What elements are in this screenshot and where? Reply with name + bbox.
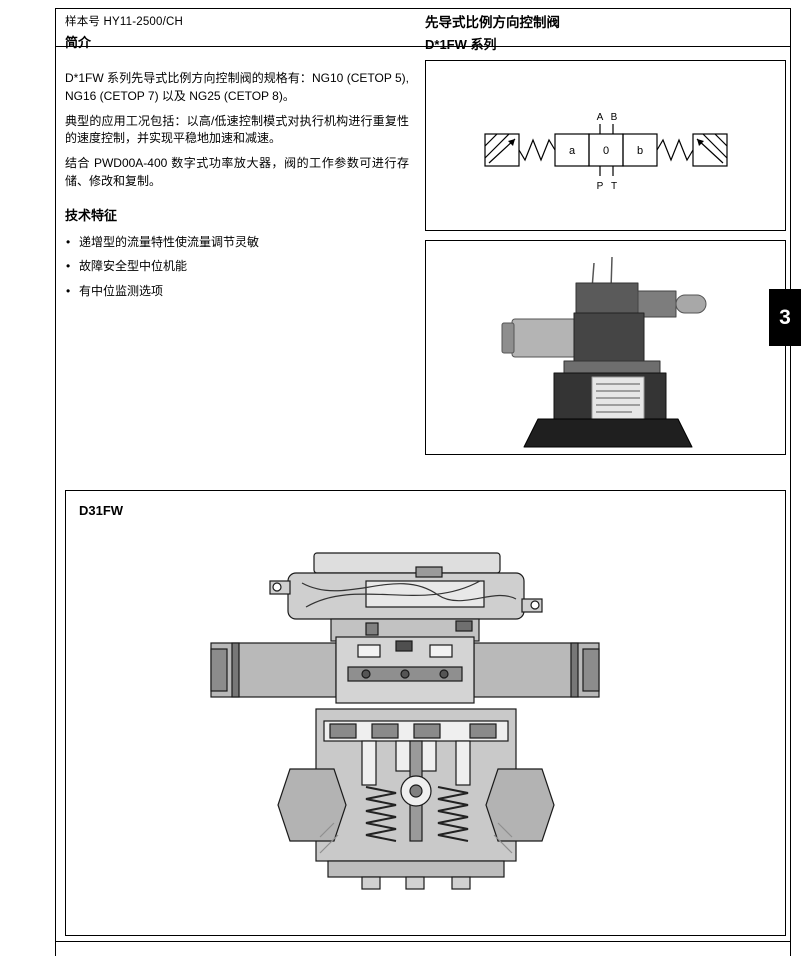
intro-paragraph-1: D*1FW 系列先导式比例方向控制阀的规格有：NG10 (CETOP 5), N… [65, 71, 409, 103]
vertical-channel [455, 740, 471, 786]
hex-end-cap-right [485, 768, 555, 842]
header-top-rule [56, 8, 790, 9]
spring-symbol-left [518, 138, 556, 162]
port-stub [405, 876, 425, 890]
position-label-a: a [569, 145, 576, 157]
page-left-border [55, 8, 56, 956]
hydraulic-symbol-box: a 0 b A B P T [425, 60, 786, 231]
features-list: 递增型的流量特性使流量调节灵敏 故障安全型中位机能 有中位监测选项 [65, 234, 409, 301]
coil-wire [301, 582, 517, 602]
intro-paragraph-3: 结合 PWD00A-400 数字式功率放大器，阀的工作参数可进行存储、修改和复制… [65, 156, 409, 188]
port-lines [599, 124, 614, 176]
orifice-plug [395, 640, 413, 652]
spring-symbol-right [656, 138, 694, 162]
product-photo-box [425, 240, 786, 455]
connector-plug [675, 294, 707, 314]
solenoid-symbol-right [692, 133, 728, 167]
name-plate [591, 376, 645, 420]
header-right: 先导式比例方向控制阀 D*1FW 系列 [425, 11, 560, 53]
series-title: D*1FW 系列 [425, 37, 497, 52]
adapter-screw [455, 620, 473, 632]
drawing-label: D31FW [79, 503, 124, 518]
position-label-0: 0 [603, 145, 609, 157]
hydraulic-symbol: a 0 b A B P T [484, 112, 728, 192]
section-title: 简介 [65, 35, 92, 50]
bottom-mounting-face [327, 860, 505, 878]
intro-text: D*1FW 系列先导式比例方向控制阀的规格有：NG10 (CETOP 5), N… [65, 70, 409, 308]
mounting-hole-left [272, 582, 282, 592]
main-spool-land [469, 723, 497, 739]
flow-channel [357, 644, 381, 658]
chapter-tab: 3 [769, 289, 801, 346]
tube-band-left [231, 642, 240, 698]
doc-number: 样本号 HY11-2500/CH [65, 16, 184, 28]
port-label-b: B [611, 112, 618, 123]
section-hatching [319, 822, 513, 854]
solenoid-tube [511, 318, 577, 358]
electrical-connector [637, 290, 677, 318]
solenoid-end-cap [501, 322, 515, 354]
valve-base [523, 418, 693, 448]
tube-end-cap-right [582, 648, 600, 692]
coil-wire [305, 580, 481, 608]
main-spool-land [371, 723, 399, 739]
features-heading: 技术特征 [65, 207, 118, 223]
header-bottom-rule [56, 46, 790, 47]
intro-paragraph-2: 典型的应用工况包括：以高/低速控制模式对执行机构进行重复性的速度控制，并实现平稳… [65, 113, 409, 146]
tube-end-cap-left [210, 648, 228, 692]
spool-land [439, 669, 449, 679]
feature-item: 递增型的流量特性使流量调节灵敏 [65, 234, 409, 252]
pilot-coil-block [575, 282, 639, 314]
feature-item: 故障安全型中位机能 [65, 258, 409, 276]
solenoid-tube-left [210, 642, 337, 698]
main-spool-land [413, 723, 441, 739]
header-left: 样本号 HY11-2500/CH 简介 [65, 13, 183, 51]
vertical-channel [361, 740, 377, 786]
chapter-number: 3 [779, 305, 791, 329]
centering-spring-right [437, 786, 469, 842]
solenoid-tube-right [473, 642, 600, 698]
port-label-a: A [597, 112, 604, 123]
page-right-border [790, 8, 791, 956]
pilot-valve-body [573, 312, 645, 364]
pilot-top-plate [313, 552, 501, 574]
port-stub [361, 876, 381, 890]
cross-section-box: D31FW [65, 490, 786, 936]
feature-item: 有中位监测选项 [65, 283, 409, 301]
position-label-b: b [637, 145, 643, 157]
port-label-p: P [597, 181, 604, 192]
flow-channel [429, 644, 453, 658]
hex-end-cap-left [277, 768, 347, 842]
spool-land [400, 669, 410, 679]
main-spool-land [329, 723, 357, 739]
cross-section-drawing [210, 552, 600, 890]
solenoid-symbol-left [484, 133, 520, 167]
tube-band-right [570, 642, 579, 698]
spool-land [361, 669, 371, 679]
product-title: 先导式比例方向控制阀 [425, 15, 560, 30]
pilot-detail [415, 566, 443, 578]
port-stub [451, 876, 471, 890]
gallery-port-core [409, 784, 423, 798]
adapter-screw [365, 622, 379, 636]
product-photo-illustration [501, 256, 707, 448]
centering-spring-left [365, 786, 397, 842]
port-label-t: T [611, 181, 617, 192]
mounting-hole-right [530, 600, 540, 610]
footer-rule [56, 941, 790, 942]
